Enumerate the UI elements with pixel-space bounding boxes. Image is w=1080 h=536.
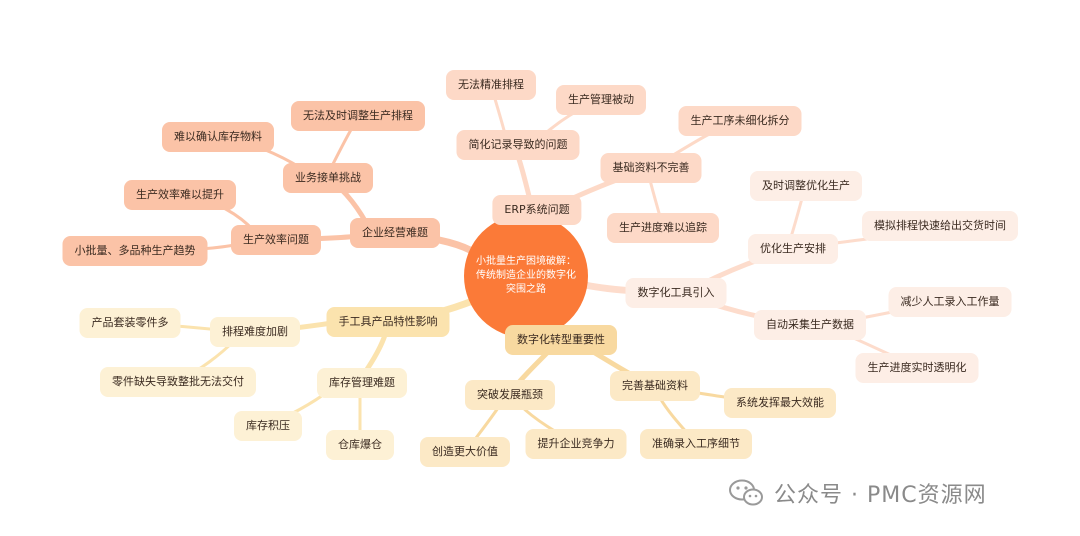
leaf-cannot-confirm-inventory: 难以确认库存物料: [162, 122, 274, 152]
sub-optimize-scheduling: 优化生产安排: [748, 234, 838, 264]
leaf-efficiency-hard: 生产效率难以提升: [124, 180, 236, 210]
sub-basic-data-incomplete: 基础资料不完善: [600, 153, 702, 183]
leaf-simulate-scheduling: 模拟排程快速给出交货时间: [862, 211, 1018, 241]
sub-simplified-record: 简化记录导致的问题: [456, 130, 580, 160]
branch-hand-tool-features: 手工具产品特性影响: [326, 307, 450, 337]
branch-erp-issues: ERP系统问题: [492, 195, 582, 225]
leaf-small-batch-trend: 小批量、多品种生产趋势: [62, 236, 208, 266]
leaf-cannot-schedule-precisely: 无法精准排程: [446, 70, 536, 100]
leaf-system-max-efficiency: 系统发挥最大效能: [724, 388, 836, 418]
sub-break-bottleneck: 突破发展瓶颈: [465, 380, 555, 410]
sub-auto-collect-data: 自动采集生产数据: [754, 310, 866, 340]
leaf-improve-competitiveness: 提升企业竞争力: [525, 429, 627, 459]
watermark-text: 公众号 · PMC资源网: [774, 483, 987, 508]
sub-scheduling-harder: 排程难度加剧: [210, 317, 300, 347]
central-topic: 小批量生产困境破解：传统制造企业的数字化突围之路: [464, 214, 588, 338]
branch-transformation-importance: 数字化转型重要性: [505, 325, 617, 355]
leaf-passive-management: 生产管理被动: [556, 85, 646, 115]
branch-digital-tools: 数字化工具引入: [625, 278, 727, 308]
leaf-inventory-backlog: 库存积压: [234, 411, 302, 441]
leaf-missing-parts-block-delivery: 零件缺失导致整批无法交付: [100, 367, 256, 397]
wechat-icon: [729, 479, 763, 506]
leaf-many-kit-parts: 产品套装零件多: [79, 308, 181, 338]
leaf-cannot-adjust-schedule: 无法及时调整生产排程: [291, 101, 425, 131]
watermark: 公众号 · PMC资源网: [728, 476, 987, 510]
leaf-process-not-split: 生产工序未细化拆分: [678, 106, 802, 136]
sub-efficiency-issues: 生产效率问题: [231, 225, 321, 255]
sub-inventory-problems: 库存管理难题: [317, 368, 407, 398]
leaf-warehouse-overflow: 仓库爆仓: [326, 430, 394, 460]
leaf-real-time-progress: 生产进度实时透明化: [855, 353, 979, 383]
sub-order-challenges: 业务接单挑战: [283, 163, 373, 193]
branch-business-difficulties: 企业经营难题: [350, 218, 440, 248]
leaf-create-more-value: 创造更大价值: [420, 437, 510, 467]
leaf-progress-untrackable: 生产进度难以追踪: [607, 213, 719, 243]
leaf-adjust-in-time: 及时调整优化生产: [750, 171, 862, 201]
leaf-accurate-process-entry: 准确录入工序细节: [640, 429, 752, 459]
sub-improve-basic-data: 完善基础资料: [610, 371, 700, 401]
leaf-reduce-manual-entry: 减少人工录入工作量: [888, 287, 1012, 317]
